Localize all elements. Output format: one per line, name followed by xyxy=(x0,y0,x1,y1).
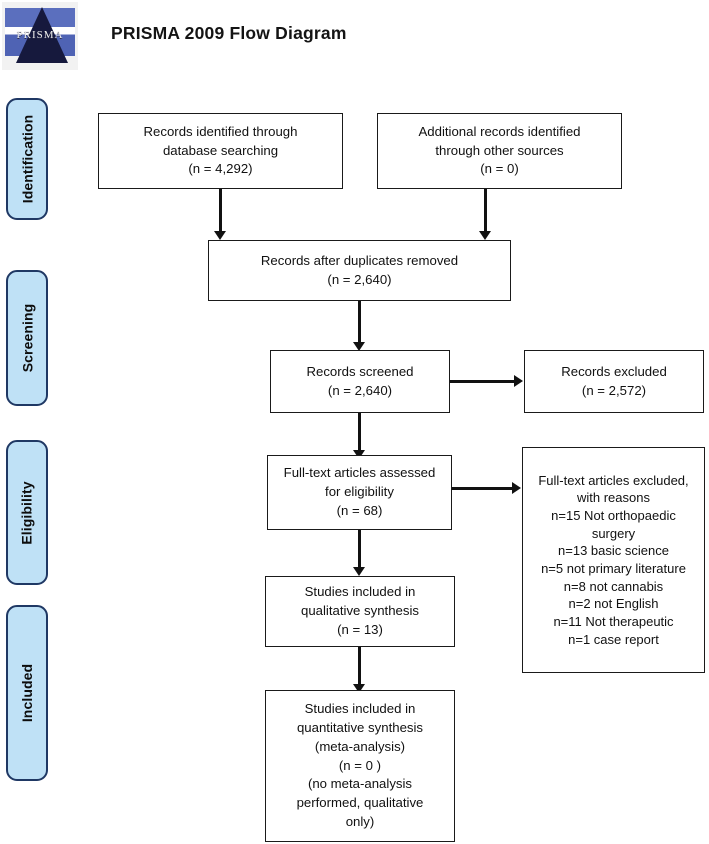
box-studies-quantitative-synthesis: Studies included in quantitative synthes… xyxy=(265,690,455,842)
phase-label-screening: Screening xyxy=(19,303,35,373)
connector-other-to-dedup xyxy=(484,189,487,234)
box-text: Studies included in quantitative synthes… xyxy=(296,701,424,829)
phase-tab-eligibility: Eligibility xyxy=(6,440,48,585)
box-records-after-duplicates-removed: Records after duplicates removed (n = 2,… xyxy=(208,240,511,301)
connector-dedup-to-screened xyxy=(358,301,361,345)
arrowhead-qualitative-to-quantitative xyxy=(353,684,365,693)
box-records-identified-database: Records identified through database sear… xyxy=(98,113,343,189)
phase-tab-screening: Screening xyxy=(6,270,48,406)
connector-fulltext-to-excluded xyxy=(452,487,514,490)
box-text: Records screened (n = 2,640) xyxy=(306,363,414,398)
page-title: PRISMA 2009 Flow Diagram xyxy=(111,23,347,43)
logo-wordmark: PRISMA xyxy=(16,29,64,41)
box-studies-qualitative-synthesis: Studies included in qualitative synthesi… xyxy=(265,576,455,647)
box-additional-records-other-sources: Additional records identified through ot… xyxy=(377,113,622,189)
box-fulltext-excluded-reasons: Full-text articles excluded, with reason… xyxy=(522,447,705,673)
connector-db-to-dedup xyxy=(219,189,222,234)
box-fulltext-assessed-eligibility: Full-text articles assessed for eligibil… xyxy=(267,455,452,530)
arrowhead-fulltext-to-qualitative xyxy=(353,567,365,576)
connector-fulltext-to-qualitative xyxy=(358,530,361,570)
phase-tab-identification: Identification xyxy=(6,98,48,220)
arrowhead-dedup-to-screened xyxy=(353,342,365,351)
box-text: Additional records identified through ot… xyxy=(418,123,581,177)
arrowhead-screened-to-fulltext xyxy=(353,450,365,459)
box-text: Studies included in qualitative synthesi… xyxy=(300,584,420,637)
box-text: Full-text articles excluded, with reason… xyxy=(538,472,689,647)
arrowhead-fulltext-to-excluded xyxy=(512,482,521,494)
box-text: Full-text articles assessed for eligibil… xyxy=(283,465,436,518)
prisma-logo: PRISMA xyxy=(2,2,78,70)
box-records-screened: Records screened (n = 2,640) xyxy=(270,350,450,413)
arrowhead-screened-to-excluded xyxy=(514,375,523,387)
arrowhead-other-to-dedup xyxy=(479,231,491,240)
arrowhead-db-to-dedup xyxy=(214,231,226,240)
connector-qualitative-to-quantitative xyxy=(358,647,361,687)
box-text: Records identified through database sear… xyxy=(143,123,298,177)
connector-screened-to-fulltext xyxy=(358,413,361,453)
box-text: Records excluded (n = 2,572) xyxy=(561,363,667,398)
phase-label-eligibility: Eligibility xyxy=(19,480,36,545)
phase-label-identification: Identification xyxy=(19,114,36,204)
logo-triangle-icon xyxy=(16,7,68,63)
box-records-excluded: Records excluded (n = 2,572) xyxy=(524,350,704,413)
box-text: Records after duplicates removed (n = 2,… xyxy=(260,252,459,287)
phase-tab-included: Included xyxy=(6,605,48,781)
connector-screened-to-excluded xyxy=(450,380,516,383)
phase-label-included: Included xyxy=(19,663,36,723)
